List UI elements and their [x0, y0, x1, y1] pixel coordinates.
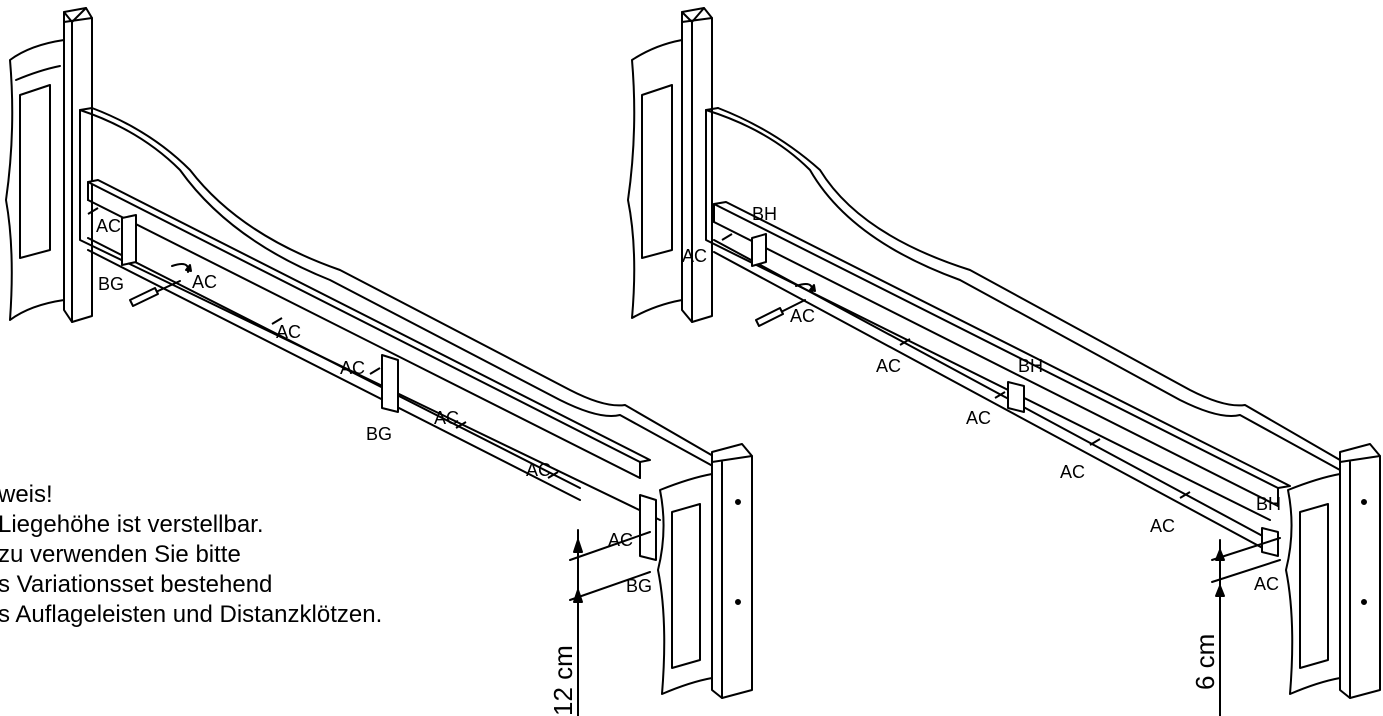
right-label-ac-7: AC — [1254, 574, 1279, 594]
note-line-4: s Variationsset bestehend — [0, 571, 273, 598]
left-headboard-post — [63, 7, 93, 323]
left-spacer-blocks — [121, 214, 657, 561]
right-label-ac-2: AC — [790, 306, 815, 326]
left-headboard-panel — [5, 39, 65, 321]
note-line-5: s Auflageleisten und Distanzklötzen. — [0, 601, 383, 628]
right-screwdriver-icon — [755, 283, 816, 327]
right-slat-ledge — [713, 201, 1291, 553]
left-label-ac-3: AC — [276, 322, 301, 342]
right-label-ac-6: AC — [1150, 516, 1175, 536]
right-label-ac-1: AC — [682, 246, 707, 266]
left-dimension-label: 12 cm — [548, 645, 578, 716]
left-label-ac-5: AC — [434, 408, 459, 428]
left-label-ac-7: AC — [608, 530, 633, 550]
right-dimension-marker — [1211, 537, 1281, 716]
adjustment-note: weis! Liegehöhe ist verstellbar. zu verw… — [0, 480, 382, 630]
right-label-bh-3: BH — [1256, 494, 1281, 514]
left-footboard-post — [711, 443, 753, 699]
right-footboard-panel — [1285, 473, 1341, 695]
left-label-bg-2: BG — [366, 424, 392, 444]
right-headboard-panel — [627, 39, 683, 319]
left-label-ac-6: AC — [526, 460, 551, 480]
left-label-bg-3: BG — [626, 576, 652, 596]
left-label-ac-4: AC — [340, 358, 365, 378]
right-label-ac-5: AC — [1060, 462, 1085, 482]
right-label-ac-4: AC — [966, 408, 991, 428]
left-label-ac-2: AC — [192, 272, 217, 292]
right-footboard-post — [1339, 443, 1381, 699]
left-footboard-panel — [657, 473, 713, 695]
left-screwdriver-icon — [129, 263, 192, 307]
right-label-ac-3: AC — [876, 356, 901, 376]
note-line-3: zu verwenden Sie bitte — [0, 541, 241, 568]
left-label-ac-1: AC — [96, 216, 121, 236]
left-label-bg-1: BG — [98, 274, 124, 294]
right-dimension-label: 6 cm — [1190, 634, 1220, 690]
right-headboard-post — [681, 7, 713, 323]
screw-marks — [87, 207, 1191, 499]
left-side-rail — [79, 107, 721, 521]
note-line-1: weis! — [0, 481, 53, 508]
left-slat-ledge — [87, 179, 651, 501]
right-label-bh-1: BH — [752, 204, 777, 224]
right-side-rail — [705, 107, 1341, 521]
right-label-bh-2: BH — [1018, 356, 1043, 376]
note-line-2: Liegehöhe ist verstellbar. — [0, 511, 264, 538]
left-dimension-marker — [569, 529, 651, 716]
